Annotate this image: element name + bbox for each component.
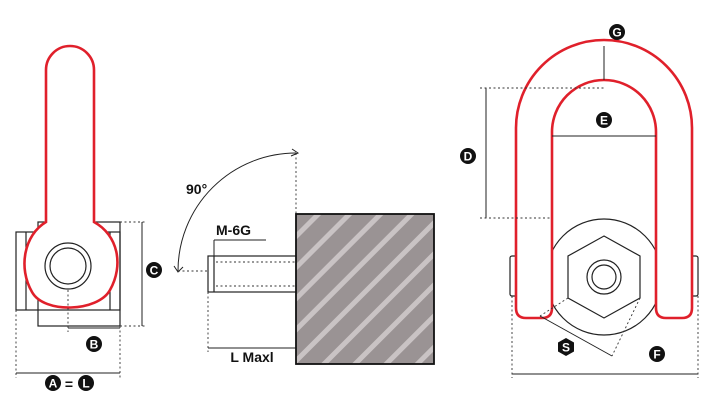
svg-text:E: E <box>600 114 608 128</box>
hatched-block <box>295 213 435 365</box>
lmax-label: L Maxl <box>230 349 273 365</box>
svg-text:F: F <box>653 348 660 362</box>
bolt-view <box>173 148 435 365</box>
svg-text:C: C <box>150 264 159 278</box>
svg-text:B: B <box>90 338 99 352</box>
side-view <box>15 44 146 378</box>
angle-label: 90° <box>186 181 207 197</box>
thread-stud <box>207 255 299 293</box>
badge-s: S <box>558 338 574 356</box>
badge-b: B <box>86 336 102 352</box>
badge-g: G <box>609 24 625 40</box>
thread-label: M-6G <box>216 222 251 238</box>
badge-f: F <box>649 346 665 362</box>
equals-sign: = <box>65 376 73 392</box>
svg-text:S: S <box>562 341 570 355</box>
hex-nut <box>567 235 641 319</box>
badge-c: C <box>146 262 162 278</box>
rotation-arc <box>177 152 297 272</box>
svg-text:G: G <box>612 26 621 40</box>
badge-l: L <box>78 375 94 391</box>
badge-d: D <box>460 148 476 164</box>
badge-a: A <box>45 375 61 391</box>
svg-text:L: L <box>82 377 89 391</box>
front-view <box>480 38 699 378</box>
u-ring-outline <box>514 38 694 320</box>
badge-e: E <box>596 112 612 128</box>
svg-text:D: D <box>464 150 473 164</box>
svg-text:A: A <box>49 377 58 391</box>
eye-bolt-outline <box>23 44 119 309</box>
